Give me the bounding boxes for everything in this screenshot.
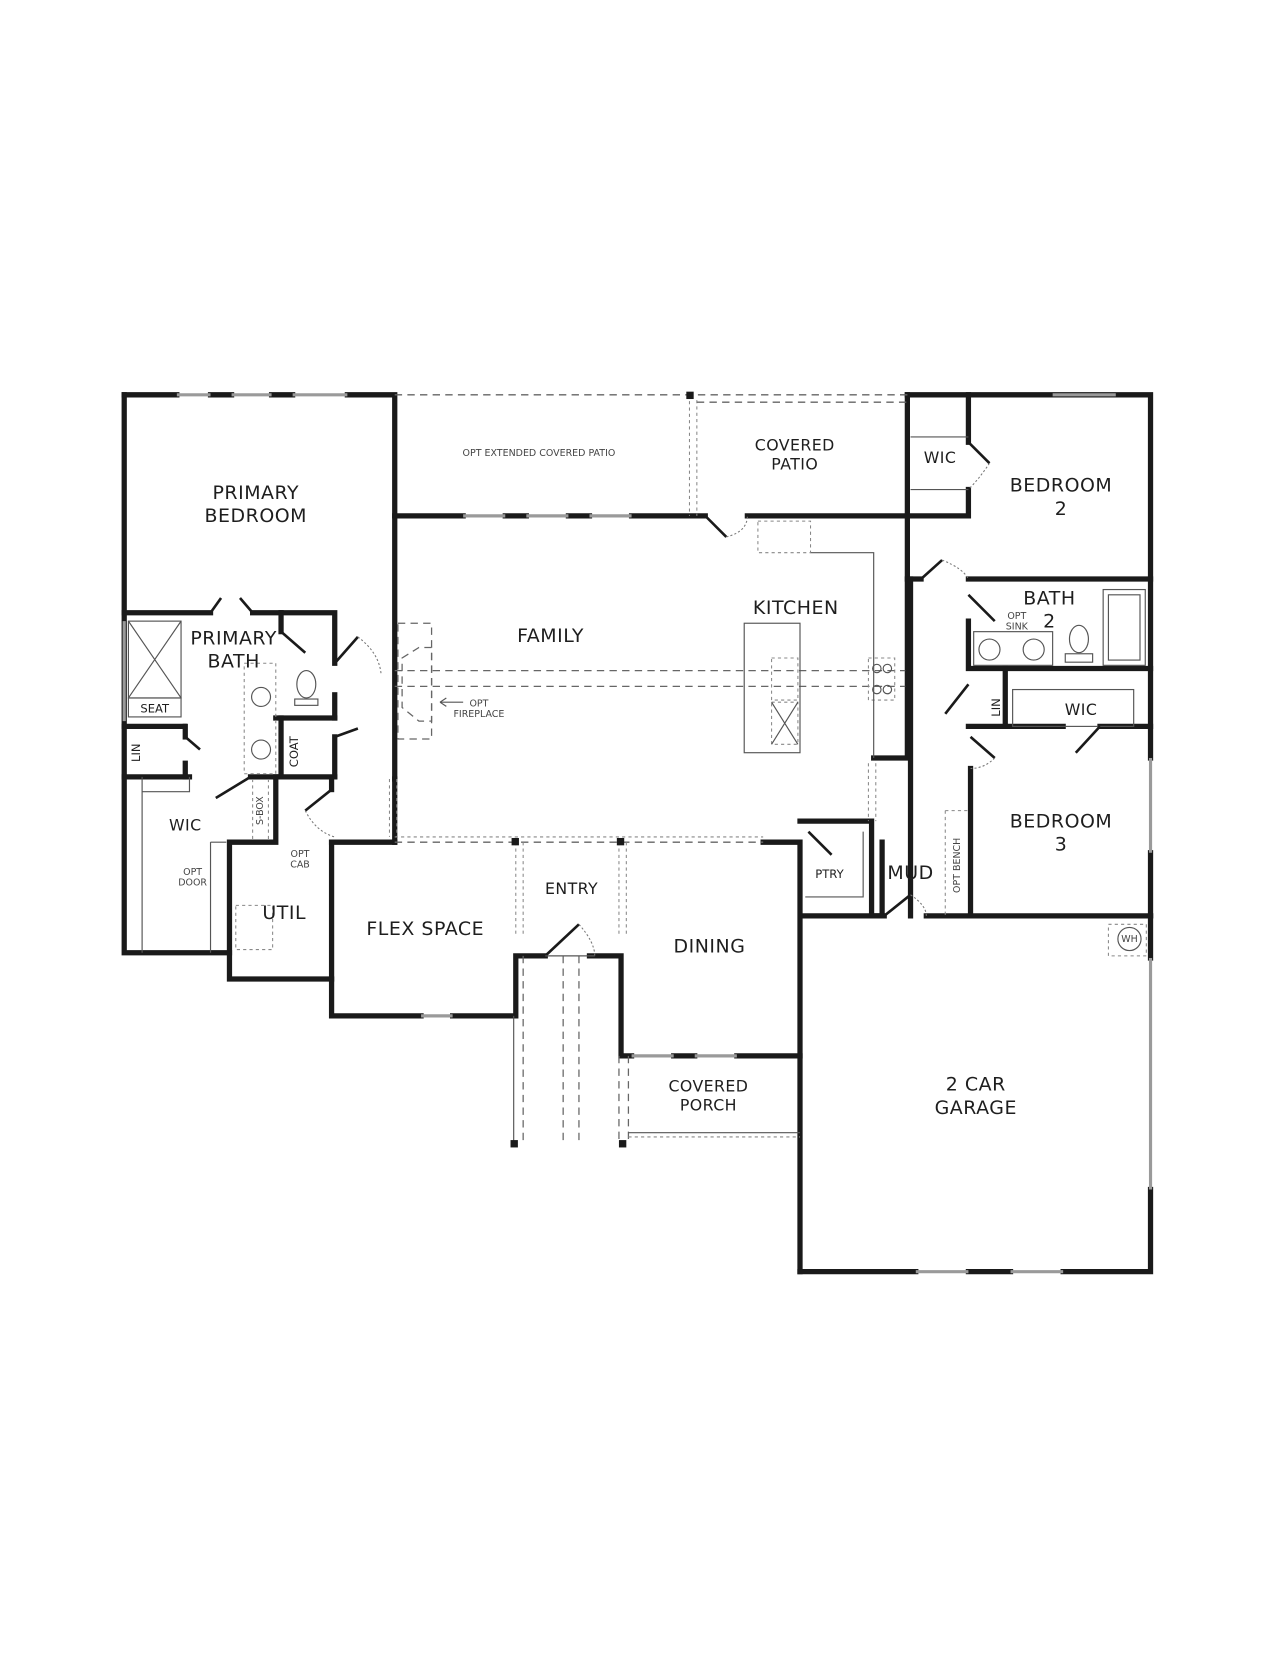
label-family: FAMILY [517,625,584,647]
windows [122,393,1153,1274]
label-wic-bedroom2: WIC [924,448,957,467]
label-seat: SEAT [140,702,170,716]
label-ptry: PTRY [815,867,844,881]
label-covered-patio-2: PATIO [771,455,818,474]
room-labels: PRIMARY BEDROOM PRIMARY BATH SEAT LIN CO… [129,436,1138,1119]
label-bath2-1: BATH [1023,587,1075,609]
label-opt-cab-2: CAB [290,859,310,870]
walls [121,392,1154,1275]
label-opt-fireplace-1: OPT [469,698,488,709]
label-covered-porch-1: COVERED [668,1077,748,1096]
label-wic-bedroom3: WIC [1065,700,1098,719]
label-opt-sink-1: OPT [1007,611,1026,622]
label-lin-bath2: LIN [989,698,1003,717]
label-opt-cab-1: OPT [291,849,310,860]
label-coat: COAT [287,735,301,767]
label-dining: DINING [674,936,746,958]
label-lin-primary: LIN [129,743,143,762]
label-opt-door-1: OPT [183,867,202,878]
label-primary-wic: WIC [169,816,202,835]
label-opt-fireplace-2: FIREPLACE [453,709,504,720]
label-bedroom2-2: 2 [1055,498,1068,520]
label-mud: MUD [887,862,933,884]
label-wh: WH [1121,934,1137,945]
label-util: UTIL [262,902,306,924]
label-garage-2: GARAGE [935,1097,1017,1119]
label-primary-bedroom-2: BEDROOM [205,505,308,527]
pillars [510,391,694,1148]
label-primary-bedroom-1: PRIMARY [212,482,299,504]
label-flex-space: FLEX SPACE [366,918,484,940]
label-primary-bath-2: BATH [207,650,259,672]
label-bedroom3-2: 3 [1055,834,1068,856]
label-opt-sink-2: SINK [1006,622,1029,633]
label-garage-1: 2 CAR [946,1074,1006,1096]
label-covered-porch-2: PORCH [680,1096,737,1115]
fixtures [127,436,1147,957]
arrow-icon [439,697,464,707]
label-bedroom2-1: BEDROOM [1010,475,1113,497]
label-entry: ENTRY [545,879,598,898]
doors [184,441,1101,957]
label-opt-bench: OPT BENCH [952,838,963,893]
label-bedroom3-1: BEDROOM [1010,810,1113,832]
label-primary-bath-1: PRIMARY [190,627,277,649]
dashed-lines [252,394,969,1143]
label-covered-patio-1: COVERED [755,436,835,455]
label-bath2-2: 2 [1043,610,1056,632]
label-opt-extended-patio: OPT EXTENDED COVERED PATIO [463,448,616,459]
label-sbox: S-BOX [255,796,266,825]
label-opt-door-2: DOOR [178,877,207,888]
label-kitchen: KITCHEN [753,597,839,619]
